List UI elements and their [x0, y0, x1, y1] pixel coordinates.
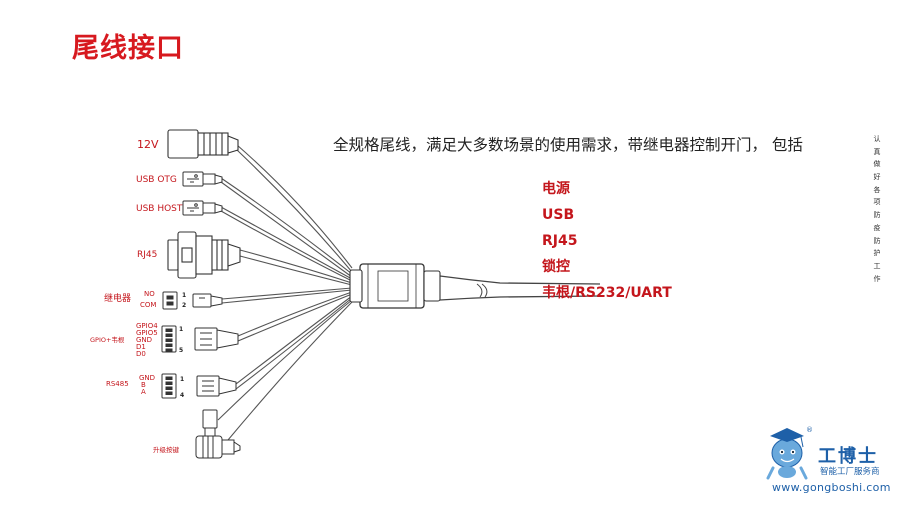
- rs485-pin-3: A: [141, 388, 146, 396]
- logo-url: www.gongboshi.com: [772, 481, 891, 494]
- rs485-pin-num-4: 4: [180, 392, 184, 399]
- logo-name: 工博士: [818, 446, 878, 467]
- wire-usb-host-2: [220, 210, 353, 282]
- wire-usb-host: [220, 206, 353, 280]
- side-char: 作: [873, 274, 881, 283]
- side-char: 各: [873, 185, 881, 194]
- side-char: 疫: [873, 223, 881, 232]
- wire-upgrade: [217, 299, 353, 421]
- gpio-connector: [161, 325, 239, 353]
- feature-item-power: 电源: [542, 181, 570, 197]
- page-title: 尾线接口: [72, 33, 184, 64]
- upgrade-button-connector: [195, 409, 241, 459]
- gpio-pin-1: GPIO4: [136, 322, 158, 330]
- rs485-pin-num-1: 1: [180, 376, 184, 383]
- gpio-pin-2: GPIO5: [136, 329, 158, 337]
- relay-pin-2: COM: [140, 301, 156, 309]
- gpio-pin-4: D1: [136, 343, 146, 351]
- wire-usb-otg-2: [220, 181, 353, 278]
- logo-registered-mark: ®: [806, 426, 813, 434]
- feature-item-wiegand: 韦根/RS232/UART: [542, 285, 672, 301]
- description-text: 全规格尾线，满足大多数场景的使用需求，带继电器控制开门， 包括: [333, 136, 803, 154]
- relay-pin-num-2: 2: [182, 302, 186, 309]
- rs485-pin-1: GND: [139, 374, 155, 382]
- side-char: 认: [873, 135, 881, 143]
- rs485-connector: [161, 373, 237, 399]
- cable-wires: [217, 144, 353, 441]
- label-gpio: GPIO+韦根: [90, 335, 125, 344]
- side-slogan: 认 真 做 好 各 项 防 疫 防 护 工 作: [870, 133, 884, 285]
- wire-rs485-2: [235, 297, 353, 390]
- feature-item-lock: 锁控: [542, 259, 570, 275]
- mascot-logo-icon: [766, 428, 808, 480]
- logo-subtitle: 智能工厂服务商: [820, 467, 880, 477]
- side-char: 防: [873, 211, 881, 220]
- wire-rj45-2: [239, 255, 353, 286]
- wire-upgrade-2: [227, 301, 353, 441]
- wire-rs485: [235, 295, 353, 385]
- side-char: 好: [873, 173, 881, 182]
- wire-12v: [236, 144, 353, 269]
- wire-rj45: [239, 249, 353, 284]
- wire-gpio: [237, 291, 353, 337]
- wire-relay: [221, 287, 353, 300]
- wire-usb-otg: [220, 177, 353, 275]
- side-char: 护: [873, 249, 881, 258]
- rs485-pin-2: B: [141, 381, 146, 389]
- rj45-connector: [167, 231, 241, 279]
- wire-12v-2: [236, 149, 353, 273]
- feature-list: 电源 USB RJ45 锁控 韦根/RS232/UART: [542, 178, 672, 308]
- gpio-pin-5: D0: [136, 350, 146, 358]
- label-rj45: RJ45: [137, 250, 157, 260]
- label-upgrade: 升级按键: [153, 445, 180, 454]
- side-char: 工: [873, 261, 881, 270]
- wire-relay-2: [221, 289, 353, 304]
- side-char: 真: [873, 147, 881, 156]
- label-usb-host: USB HOST: [136, 204, 183, 214]
- side-char: 做: [873, 160, 881, 169]
- usb-otg-connector: [182, 171, 223, 187]
- gpio-pin-num-5: 5: [179, 347, 183, 354]
- wire-gpio-2: [237, 293, 353, 342]
- label-relay: 继电器: [104, 292, 131, 304]
- label-rs485: RS485: [106, 380, 129, 388]
- usb-host-connector: [182, 200, 223, 216]
- gpio-pin-3: GND: [136, 336, 152, 344]
- relay-connector: [162, 291, 223, 310]
- label-12v: 12V: [137, 138, 159, 151]
- gpio-pin-num-1: 1: [179, 326, 183, 333]
- feature-item-rj45: RJ45: [542, 233, 578, 249]
- relay-pin-1: NO: [144, 290, 155, 298]
- dc-power-jack: [167, 129, 239, 159]
- cable-trunk: [349, 263, 601, 309]
- label-usb-otg: USB OTG: [136, 175, 177, 185]
- feature-item-usb: USB: [542, 207, 575, 223]
- side-char: 防: [873, 236, 881, 245]
- side-char: 项: [873, 198, 881, 207]
- relay-pin-num-1: 1: [182, 292, 186, 299]
